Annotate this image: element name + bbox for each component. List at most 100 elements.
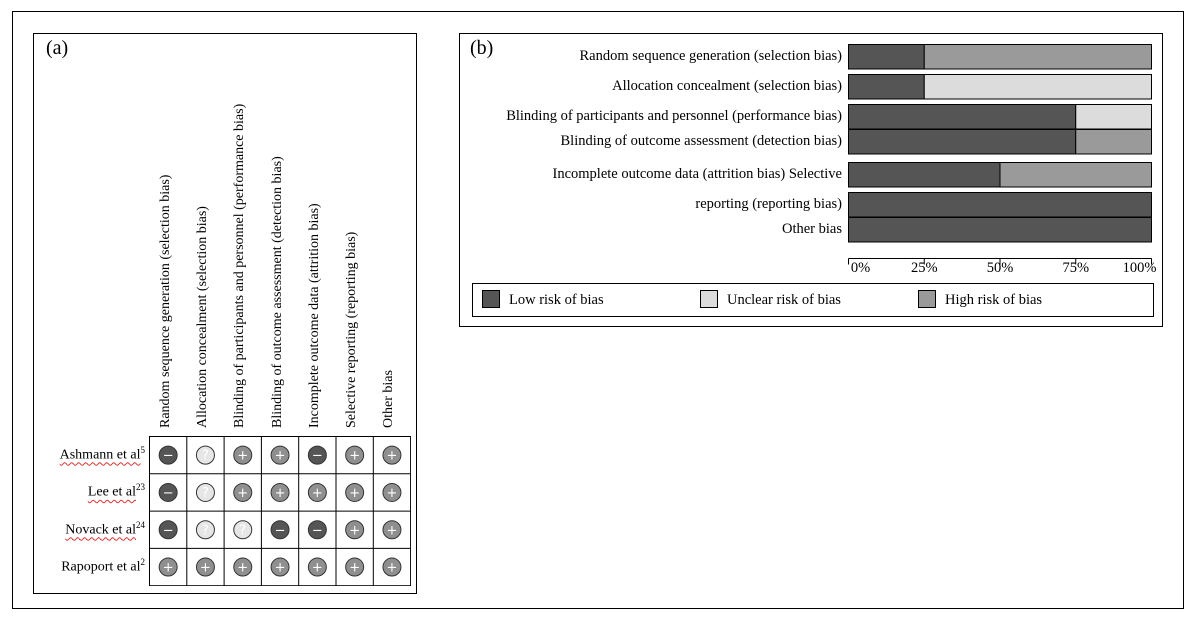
- svg-text:+: +: [237, 561, 248, 576]
- column-header-blinding-of-participants-and-personnel-performance-bias: Blinding of participants and personnel (…: [232, 103, 248, 428]
- x-tick-label: 50%: [986, 260, 1014, 276]
- category-label: Incomplete outcome data (attrition bias)…: [552, 166, 843, 182]
- legend-label-low: Low risk of bias: [509, 292, 604, 308]
- legend-swatch-low: [482, 290, 500, 308]
- legend-label-high: High risk of bias: [945, 292, 1043, 308]
- bar-segment-low-risk-of-bias: [848, 217, 1152, 243]
- panel-a-label: (a): [46, 37, 69, 59]
- judgement-low-icon: −: [307, 520, 327, 540]
- svg-text:+: +: [386, 449, 397, 464]
- x-tick-label: 75%: [1062, 260, 1090, 276]
- svg-text:+: +: [163, 561, 174, 576]
- category-label: Other bias: [782, 221, 842, 237]
- legend-swatch-high: [918, 290, 936, 308]
- reference-number: 23: [136, 482, 145, 493]
- svg-text:+: +: [386, 561, 397, 576]
- judgement-high-icon: +: [382, 482, 402, 502]
- judgement-high-icon: +: [345, 445, 365, 465]
- svg-text:+: +: [200, 561, 211, 576]
- judgement-high-icon: +: [233, 482, 253, 502]
- row-label-lee-et-al: Lee et al23: [88, 482, 145, 501]
- judgement-high-icon: +: [233, 445, 253, 465]
- judgement-high-icon: +: [382, 557, 402, 577]
- x-tick-label: 0%: [850, 260, 871, 276]
- legend-item-low: Low risk of bias: [482, 290, 604, 310]
- svg-text:−: −: [312, 449, 323, 464]
- svg-text:+: +: [275, 449, 286, 464]
- judgement-high-icon: +: [270, 557, 290, 577]
- study-name: Lee et al: [87, 484, 136, 500]
- column-header-allocation-concealment-selection-bias: Allocation concealment (selection bias): [194, 206, 210, 428]
- svg-text:−: −: [163, 449, 174, 464]
- judgement-high-icon: +: [307, 557, 327, 577]
- judgement-low-icon: −: [158, 482, 178, 502]
- category-label: Random sequence generation (selection bi…: [579, 48, 842, 64]
- reference-number: 2: [140, 556, 146, 567]
- bar-segment-high-risk-of-bias: [999, 162, 1152, 188]
- risk-of-bias-summary-panel: (a): [33, 33, 417, 594]
- judgement-high-icon: +: [307, 482, 327, 502]
- svg-text:+: +: [275, 561, 286, 576]
- column-header-selective-reporting-reporting-bias: Selective reporting (reporting bias): [344, 231, 360, 428]
- column-header-blinding-of-outcome-assessment-detection-bias: Blinding of outcome assessment (detectio…: [269, 156, 285, 428]
- category-label: Allocation concealment (selection bias): [612, 78, 842, 94]
- svg-text:+: +: [312, 561, 323, 576]
- legend-item-high: High risk of bias: [918, 290, 1042, 310]
- judgement-high-icon: +: [382, 445, 402, 465]
- svg-text:?: ?: [239, 523, 246, 538]
- bar-segment-low-risk-of-bias: [848, 129, 1077, 155]
- study-name: Rapoport et al: [61, 559, 141, 575]
- bar-segment-low-risk-of-bias: [848, 192, 1152, 218]
- judgement-low-icon: −: [158, 520, 178, 540]
- judgement-unclear-icon: ?: [195, 482, 215, 502]
- column-header-other-bias: Other bias: [381, 370, 397, 428]
- category-label: reporting (reporting bias): [695, 196, 842, 212]
- reference-number: 24: [136, 519, 145, 530]
- row-label-rapoport-et-al: Rapoport et al2: [61, 557, 145, 576]
- svg-text:+: +: [237, 486, 248, 501]
- chart-legend: Low risk of bias Unclear risk of bias Hi…: [472, 283, 1154, 317]
- bar-segment-high-risk-of-bias: [1075, 129, 1152, 155]
- bar-segment-low-risk-of-bias: [848, 74, 925, 100]
- row-label-ashmann-et-al: Ashmann et al5: [60, 445, 145, 464]
- svg-text:?: ?: [202, 523, 209, 538]
- reference-number: 5: [140, 445, 146, 455]
- x-tick-label: 100%: [1122, 260, 1157, 276]
- judgement-unclear-icon: ?: [233, 520, 253, 540]
- svg-text:+: +: [349, 449, 360, 464]
- svg-text:?: ?: [202, 486, 209, 501]
- study-name: Ashmann et al: [59, 447, 141, 463]
- x-tick-label: 25%: [910, 260, 938, 276]
- category-label: Blinding of participants and personnel (…: [506, 108, 842, 124]
- svg-text:+: +: [386, 486, 397, 501]
- svg-text:+: +: [312, 486, 323, 501]
- judgement-high-icon: +: [345, 520, 365, 540]
- judgement-low-icon: −: [307, 445, 327, 465]
- svg-text:+: +: [275, 486, 286, 501]
- column-header-random-sequence-generation-selection-bias: Random sequence generation (selection bi…: [157, 174, 173, 428]
- svg-text:+: +: [237, 449, 248, 464]
- bar-segment-low-risk-of-bias: [848, 104, 1077, 130]
- judgement-high-icon: +: [158, 557, 178, 577]
- legend-swatch-unclear: [700, 290, 718, 308]
- bar-segment-unclear-risk-of-bias: [1075, 104, 1152, 130]
- svg-text:−: −: [312, 523, 323, 538]
- judgement-high-icon: +: [270, 445, 290, 465]
- judgement-unclear-icon: ?: [195, 445, 215, 465]
- svg-text:−: −: [163, 523, 174, 538]
- legend-label-unclear: Unclear risk of bias: [727, 292, 841, 308]
- panel-b-label: (b): [470, 37, 494, 59]
- bar-segment-low-risk-of-bias: [848, 162, 1001, 188]
- risk-of-bias-grid: −?++−++−?+++++−??−−+++++++++: [149, 436, 411, 586]
- judgement-high-icon: +: [345, 482, 365, 502]
- column-header-incomplete-outcome-data-attrition-bias: Incomplete outcome data (attrition bias): [306, 203, 322, 428]
- judgement-high-icon: +: [270, 482, 290, 502]
- legend-item-unclear: Unclear risk of bias: [700, 290, 841, 310]
- svg-text:+: +: [349, 523, 360, 538]
- judgement-low-icon: −: [270, 520, 290, 540]
- svg-text:+: +: [349, 561, 360, 576]
- risk-of-bias-bar-chart: [848, 44, 1152, 265]
- judgement-high-icon: +: [195, 557, 215, 577]
- bar-segment-unclear-risk-of-bias: [923, 74, 1152, 100]
- svg-text:+: +: [386, 523, 397, 538]
